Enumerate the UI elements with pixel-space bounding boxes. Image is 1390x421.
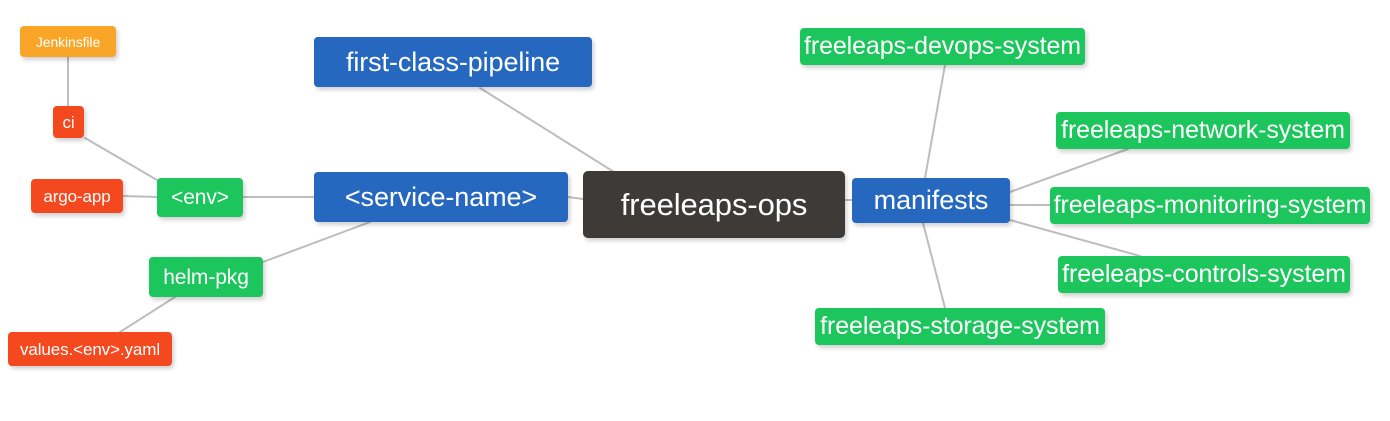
mindmap-node-label: ci (62, 112, 75, 132)
edge-freeleaps-ops-to-service-name (567, 196, 584, 200)
mindmap-node-label: freeleaps-ops (620, 187, 808, 222)
mindmap-node-label: freeleaps-network-system (1061, 116, 1345, 144)
mindmap-node-label: Jenkinsfile (35, 33, 101, 50)
mindmap-node-env[interactable]: <env> (157, 178, 243, 217)
mindmap-node-freeleaps-network-system[interactable]: freeleaps-network-system (1056, 112, 1350, 149)
edge-helm-pkg-to-values-env-yaml (119, 296, 176, 333)
edge-env-to-ci (84, 137, 158, 181)
mindmap-node-manifests[interactable]: manifests (852, 178, 1010, 223)
mindmap-node-label: manifests (873, 185, 989, 215)
mindmap-node-first-class-pipeline[interactable]: first-class-pipeline (314, 37, 592, 87)
edge-env-to-argo-app (122, 195, 158, 198)
mindmap-node-label: freeleaps-storage-system (820, 312, 1100, 340)
mindmap-node-helm-pkg[interactable]: helm-pkg (149, 257, 263, 297)
mindmap-node-freeleaps-devops-system[interactable]: freeleaps-devops-system (800, 28, 1085, 65)
mindmap-node-freeleaps-monitoring-system[interactable]: freeleaps-monitoring-system (1050, 187, 1370, 224)
mindmap-node-label: <service-name> (344, 181, 538, 212)
mindmap-node-label: freeleaps-devops-system (804, 32, 1081, 60)
mindmap-node-service-name[interactable]: <service-name> (314, 172, 568, 222)
mindmap-node-freeleaps-controls-system[interactable]: freeleaps-controls-system (1058, 256, 1350, 293)
edge-manifests-to-freeleaps-devops-system (924, 64, 946, 179)
mindmap-node-argo-app[interactable]: argo-app (31, 179, 123, 213)
mindmap-node-freeleaps-ops[interactable]: freeleaps-ops (583, 171, 845, 238)
mindmap-node-jenkinsfile[interactable]: Jenkinsfile (20, 26, 116, 57)
mindmap-node-label: freeleaps-controls-system (1062, 260, 1346, 288)
mindmap-node-label: freeleaps-monitoring-system (1053, 191, 1367, 219)
edge-manifests-to-freeleaps-network-system (1009, 148, 1129, 193)
mindmap-node-label: argo-app (43, 186, 111, 206)
mindmap-node-label: first-class-pipeline (345, 46, 561, 77)
edge-service-name-to-helm-pkg (262, 221, 371, 263)
edge-freeleaps-ops-to-first-class-pipeline (479, 87, 615, 173)
mindmap-node-freeleaps-storage-system[interactable]: freeleaps-storage-system (815, 308, 1105, 345)
mindmap-node-ci[interactable]: ci (53, 106, 84, 138)
mindmap-node-values-env-yaml[interactable]: values.<env>.yaml (8, 332, 172, 366)
edge-manifests-to-freeleaps-storage-system (922, 222, 946, 309)
mindmap-node-label: values.<env>.yaml (19, 339, 161, 359)
mindmap-node-label: helm-pkg (163, 265, 249, 289)
mindmap-node-label: <env> (171, 186, 229, 209)
edge-manifests-to-freeleaps-controls-system (1009, 219, 1141, 257)
